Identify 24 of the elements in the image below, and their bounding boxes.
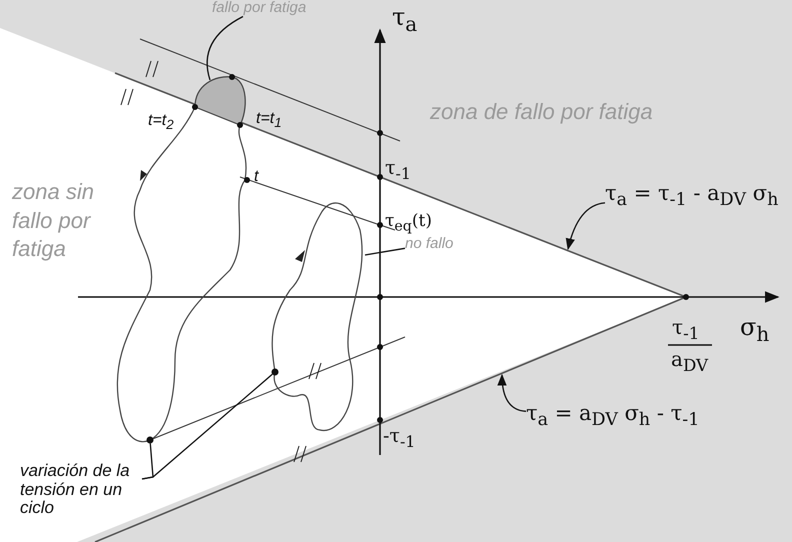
leader-line: [566, 202, 606, 250]
leader-line: [142, 374, 273, 480]
point-dot: [146, 436, 154, 444]
zone-label: zona sin fallo por fatiga: [12, 178, 95, 264]
callout-text: variación de la tensión en un ciclo: [20, 462, 142, 518]
time-label: t: [254, 168, 258, 186]
leader-line: [364, 248, 406, 256]
callout-text: no fallo: [405, 236, 454, 252]
fraction-numerator: τ$_{-1}$: [672, 316, 700, 344]
axis-label: σ$_{h}$: [740, 314, 770, 345]
point-dot: [272, 368, 278, 376]
leader-line: [498, 374, 526, 412]
axis-value-label: τ$_{-1}$: [385, 158, 411, 182]
formula-text: τ$_{a}$ = τ$_{-1}$ - a$_{DV}$ σ$_{h}$: [605, 182, 778, 210]
callout-text: fallo por fatiga: [212, 0, 306, 16]
fraction-denominator: a$_{DV}$: [671, 348, 708, 376]
time-label: t=t$_{2}$: [148, 112, 174, 133]
leader-line: [206, 16, 244, 80]
time-label: t=t$_{1}$: [256, 110, 282, 131]
axis-label: τ$_{a}$: [392, 4, 418, 35]
axis-value-label: τ$_{eq}$(t): [385, 212, 432, 235]
axis-value-label: -τ$_{-1}$: [383, 426, 416, 450]
zone-label: zona de fallo por fatiga: [430, 100, 653, 124]
formula-text: τ$_{a}$ = a$_{DV}$ σ$_{h}$ - τ$_{-1}$: [526, 402, 700, 430]
